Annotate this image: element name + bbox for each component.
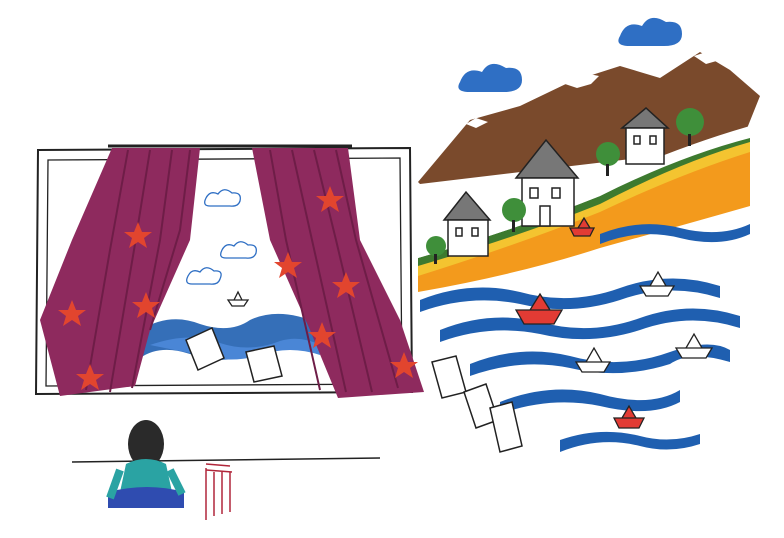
houses bbox=[442, 107, 670, 257]
paper-boat-icon bbox=[226, 290, 250, 307]
paper-boat-icon bbox=[638, 270, 676, 297]
floor bbox=[71, 457, 381, 520]
trees bbox=[426, 108, 704, 264]
cloud-icon bbox=[220, 241, 257, 259]
house-icon bbox=[514, 138, 580, 227]
tree-icon bbox=[426, 236, 446, 264]
wave-icon bbox=[600, 224, 750, 244]
curtain-left-icon bbox=[40, 148, 200, 396]
sky-clouds bbox=[458, 17, 682, 92]
book-icon bbox=[245, 345, 283, 383]
star-icon bbox=[58, 222, 160, 390]
paper-boat-icon bbox=[574, 346, 612, 373]
paper-boat-icon bbox=[612, 404, 646, 429]
floating-books bbox=[431, 355, 523, 453]
window-clouds bbox=[186, 189, 257, 285]
wave-icon bbox=[560, 431, 700, 452]
book-icon bbox=[185, 326, 225, 372]
paper-boats bbox=[226, 216, 714, 429]
cloud-icon bbox=[186, 267, 222, 285]
tree-icon bbox=[502, 198, 526, 232]
paper-boat-icon bbox=[514, 292, 564, 325]
house-icon bbox=[619, 107, 670, 165]
wave-icon bbox=[500, 389, 680, 414]
window-books bbox=[185, 326, 283, 383]
window-water bbox=[140, 313, 320, 360]
mountain-icon bbox=[418, 52, 760, 184]
paper-boat-icon bbox=[568, 216, 596, 237]
cloud-icon bbox=[458, 63, 522, 92]
paper-boat-icon bbox=[674, 332, 714, 359]
wave-icon bbox=[470, 344, 730, 376]
cloud-icon bbox=[618, 17, 682, 46]
house-icon bbox=[442, 190, 492, 257]
tree-icon bbox=[676, 108, 704, 146]
book-icon bbox=[431, 355, 467, 399]
curtain-right-icon bbox=[252, 148, 424, 398]
girl-icon bbox=[106, 420, 186, 508]
cloud-icon bbox=[204, 189, 241, 207]
wave-icon bbox=[420, 278, 720, 312]
book-icon bbox=[489, 401, 523, 453]
tree-icon bbox=[596, 142, 620, 176]
wave-icon bbox=[440, 308, 740, 342]
rug-icon bbox=[205, 463, 233, 520]
star-icon bbox=[274, 186, 418, 378]
